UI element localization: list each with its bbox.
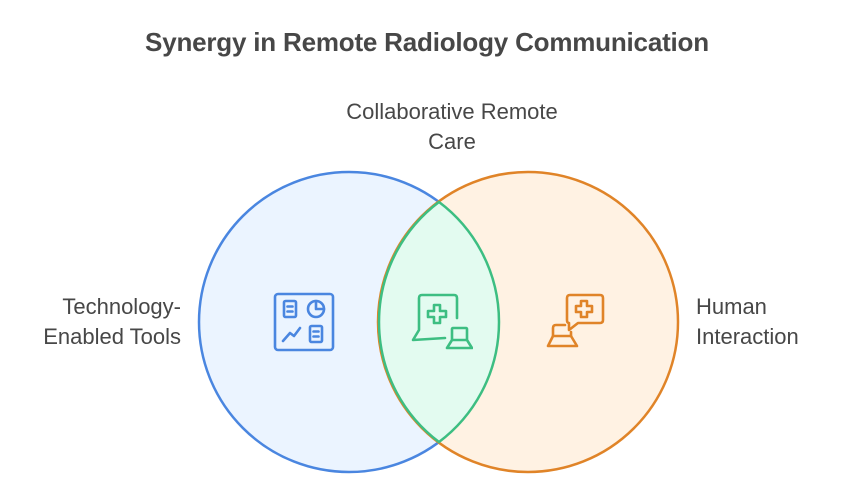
diagram-title: Synergy in Remote Radiology Communicatio… [145,27,709,57]
technology-label-line1: Technology- [62,294,181,319]
technology-label: Technology- Enabled Tools [0,292,181,352]
dashboard-chart-icon [273,292,335,352]
medical-chat-laptop-icon [411,293,473,350]
technology-label-line2: Enabled Tools [43,324,181,349]
human-label: Human Interaction [696,292,854,352]
human-label-line1: Human [696,294,767,319]
intersection-label-line1: Collaborative Remote [346,99,558,124]
intersection-label: Collaborative Remote Care [287,97,617,157]
laptop-medical-chat-icon [546,293,605,348]
intersection-label-line2: Care [428,129,476,154]
human-label-line2: Interaction [696,324,799,349]
